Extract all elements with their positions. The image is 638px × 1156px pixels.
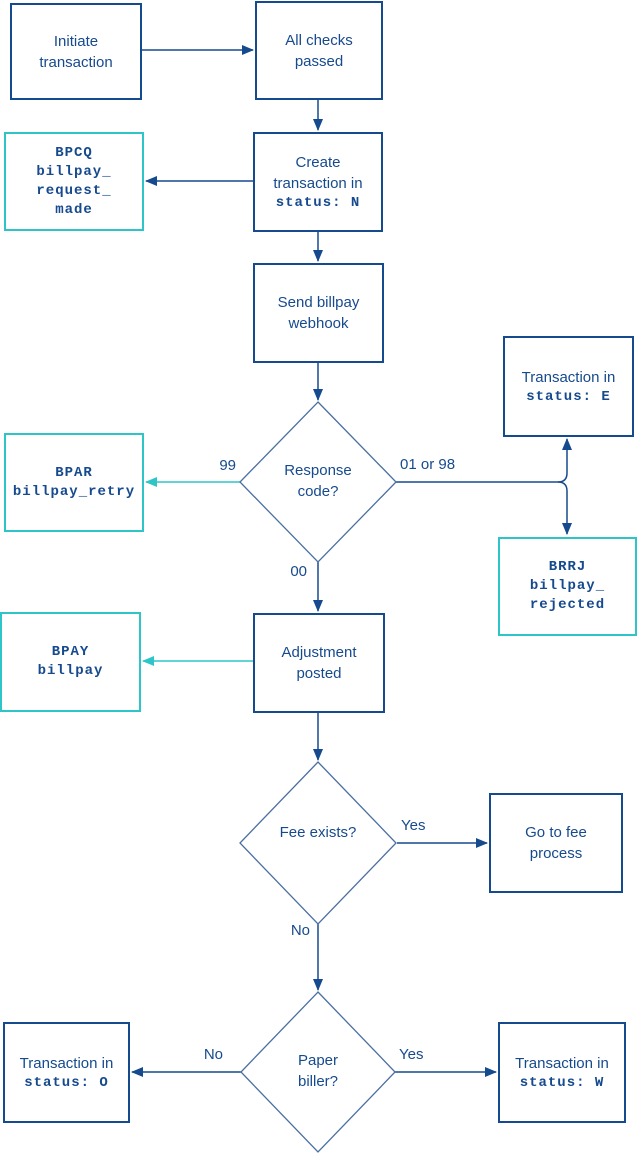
edge-label-paper-yes: Yes	[399, 1046, 424, 1063]
node-create-status-code: status: N	[275, 194, 361, 211]
node-bpar-event-name: billpay_retry	[12, 483, 136, 500]
node-send-billpay-webhook-label: Send billpay webhook	[277, 294, 360, 332]
node-status-o-text: Transaction in status: O	[20, 1053, 114, 1093]
node-status-w-text: Transaction in status: W	[515, 1053, 609, 1093]
edge-label-fee-no: No	[290, 922, 310, 939]
node-brrj-text: BRRJ billpay_ rejected	[530, 558, 605, 615]
node-all-checks-passed: All checks passed	[255, 1, 383, 100]
node-go-to-fee-process: Go to fee process	[489, 793, 623, 893]
edge-split-to-statuse	[557, 438, 572, 483]
node-status-e-code: status: E	[526, 388, 611, 405]
edge-label-response-00: 00	[290, 563, 307, 580]
node-go-to-fee-process-label: Go to fee process	[525, 824, 587, 862]
edge-label-response-99: 99	[219, 457, 236, 474]
node-initiate-transaction: Initiate transaction	[10, 3, 142, 100]
edge-split-to-brrj	[557, 481, 572, 535]
node-create-label: Create transaction in	[273, 153, 363, 192]
node-bpar-code: BPAR	[55, 464, 93, 481]
node-transaction-status-e: Transaction in status: E	[503, 336, 634, 437]
node-brrj-billpay-rejected: BRRJ billpay_ rejected	[498, 537, 637, 636]
node-bpcq-event-name: billpay_ request_ made	[36, 163, 112, 218]
node-transaction-status-o: Transaction in status: O	[3, 1022, 130, 1123]
node-bpay-event-name: billpay	[37, 663, 104, 679]
diamond-paper-biller	[240, 991, 396, 1153]
diamond-response-code	[239, 401, 397, 563]
edge-label-fee-yes: Yes	[401, 817, 426, 834]
node-transaction-status-w: Transaction in status: W	[498, 1022, 626, 1123]
node-bpcq-code: BPCQ	[55, 144, 93, 161]
node-create-text: Create transaction in status: N	[268, 152, 368, 213]
node-status-o-code: status: O	[24, 1074, 109, 1091]
node-bpar-billpay-retry: BPAR billpay_retry	[4, 433, 144, 532]
node-send-billpay-webhook: Send billpay webhook	[253, 263, 384, 363]
node-adjustment-posted-label: Adjustment posted	[281, 644, 357, 682]
node-status-e-label: Transaction in	[521, 368, 616, 386]
edge-label-response-01-or-98: 01 or 98	[400, 456, 456, 473]
node-status-o-label: Transaction in	[19, 1054, 114, 1072]
node-status-w-code: status: W	[519, 1074, 605, 1091]
node-bpcq-text: BPCQ billpay_ request_ made	[36, 144, 111, 220]
diamond-fee-exists-label: Fee exists?	[279, 824, 357, 841]
node-brrj-code: BRRJ	[548, 559, 587, 575]
edge-label-paper-no: No	[203, 1046, 223, 1063]
diamond-response-code-label: Response code?	[284, 462, 352, 500]
node-brrj-event-name: billpay_ rejected	[529, 578, 606, 613]
node-bpar-text: BPAR billpay_retry	[13, 464, 135, 502]
node-status-e-text: Transaction in status: E	[522, 367, 616, 407]
node-bpay-text: BPAY billpay	[38, 643, 104, 681]
node-bpay-code: BPAY	[51, 644, 90, 660]
node-adjustment-posted: Adjustment posted	[253, 613, 385, 713]
node-create-transaction-status-n: Create transaction in status: N	[253, 132, 383, 232]
node-status-w-label: Transaction in	[515, 1054, 609, 1072]
node-all-checks-passed-label: All checks passed	[285, 31, 353, 70]
node-bpay-billpay: BPAY billpay	[0, 612, 141, 712]
diamond-paper-biller-label: Paper biller?	[297, 1052, 339, 1090]
node-initiate-transaction-label: Initiate transaction	[39, 32, 113, 71]
node-bpcq-billpay-request-made: BPCQ billpay_ request_ made	[4, 132, 144, 231]
diamond-fee-exists	[239, 761, 397, 925]
